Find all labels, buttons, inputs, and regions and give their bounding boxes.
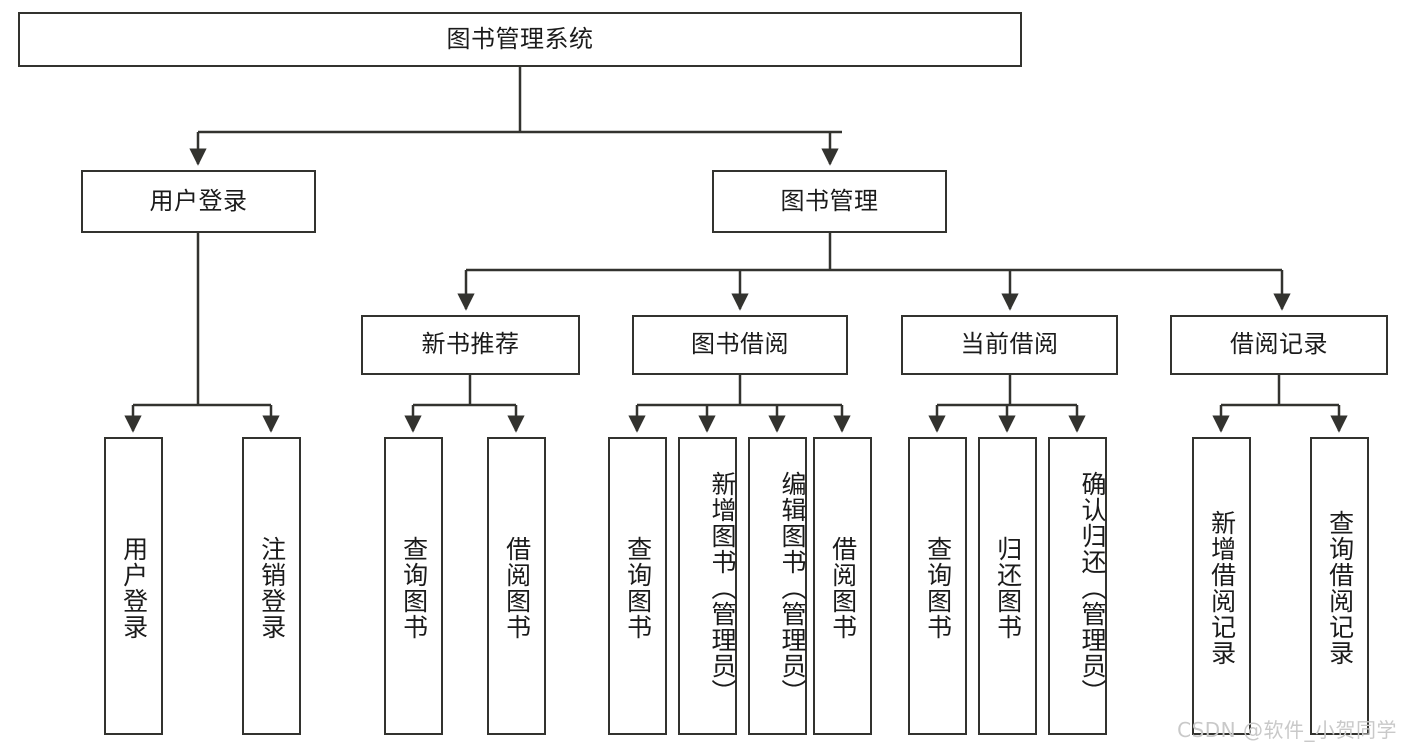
leaf-current-return-book[interactable]: 归还图书 [978,437,1037,735]
leaf-borrow-add-book-admin[interactable]: 新增图书（管理员） [678,437,737,735]
leaf-borrow-edit-book-admin[interactable]: 编辑图书（管理员） [748,437,807,735]
leaf-borrow-borrow-book[interactable]: 借阅图书 [813,437,872,735]
leaf-record-add-borrow-record[interactable]: 新增借阅记录 [1192,437,1251,735]
leaf-recommend-borrow-book[interactable]: 借阅图书 [487,437,546,735]
csdn-watermark: CSDN @软件_小贺同学 [1177,718,1397,742]
node-book-management[interactable]: 图书管理 [712,170,947,233]
leaf-current-query-book[interactable]: 查询图书 [908,437,967,735]
leaf-current-confirm-return-admin[interactable]: 确认归还（管理员） [1048,437,1107,735]
leaf-recommend-query-book[interactable]: 查询图书 [384,437,443,735]
leaf-borrow-query-book[interactable]: 查询图书 [608,437,667,735]
node-root[interactable]: 图书管理系统 [18,12,1022,67]
leaf-user-login-signin[interactable]: 用户登录 [104,437,163,735]
leaf-user-login-signout[interactable]: 注销登录 [242,437,301,735]
node-current-borrow[interactable]: 当前借阅 [901,315,1118,375]
leaf-record-query-borrow-record[interactable]: 查询借阅记录 [1310,437,1369,735]
node-user-login[interactable]: 用户登录 [81,170,316,233]
node-borrow-record[interactable]: 借阅记录 [1170,315,1388,375]
node-new-book-recommend[interactable]: 新书推荐 [361,315,580,375]
node-book-borrow[interactable]: 图书借阅 [632,315,848,375]
